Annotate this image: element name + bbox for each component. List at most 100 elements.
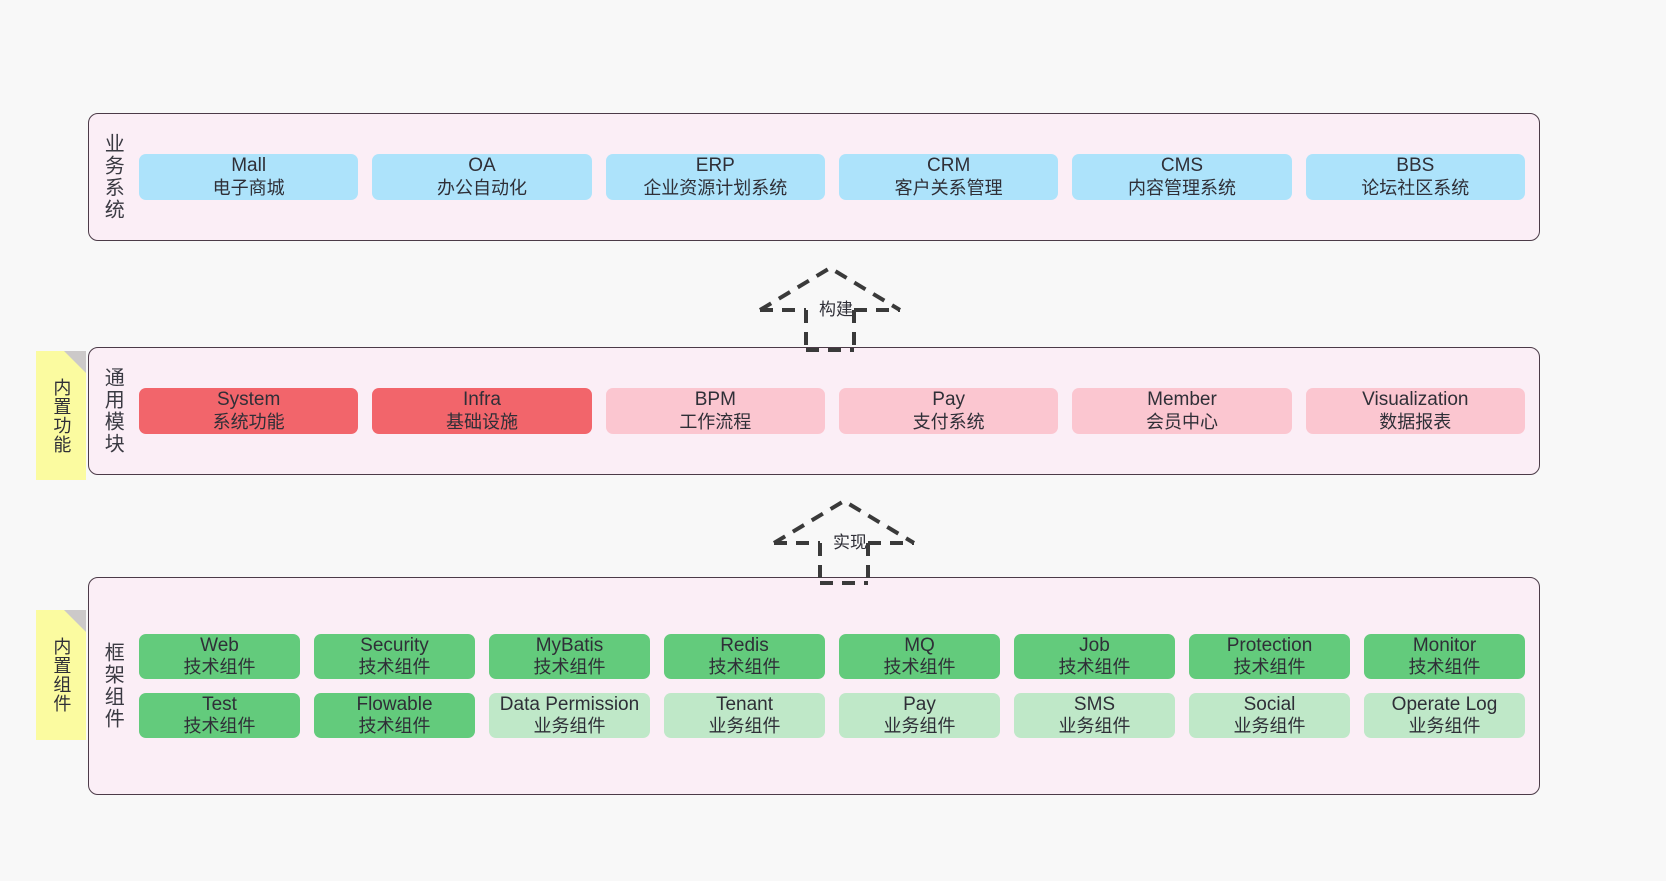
module-card-erp[interactable]: ERP 企业资源计划系统 (605, 154, 825, 200)
module-card-infra[interactable]: Infra 基础设施 (372, 388, 592, 434)
component-card-data-permission[interactable]: Data Permission 业务组件 (489, 693, 650, 739)
layer-body-framework: Web 技术组件 Security 技术组件 MyBatis 技术组件 Redi… (135, 578, 1539, 794)
component-card-web[interactable]: Web 技术组件 (139, 633, 300, 679)
module-card-cms[interactable]: CMS 内容管理系统 (1072, 154, 1292, 200)
module-name: ERP (695, 155, 735, 177)
module-name: Member (1147, 389, 1217, 411)
component-card-social[interactable]: Social 业务组件 (1189, 693, 1350, 739)
component-subtitle: 业务组件 (533, 716, 606, 737)
component-card-security[interactable]: Security 技术组件 (314, 633, 475, 679)
layer-body-common: System 系统功能 Infra 基础设施 BPM 工作流程 Pay 支付系统… (135, 348, 1539, 474)
component-card-mq[interactable]: MQ 技术组件 (839, 633, 1000, 679)
component-card-tenant[interactable]: Tenant 业务组件 (664, 693, 825, 739)
component-subtitle: 业务组件 (883, 716, 956, 737)
component-card-redis[interactable]: Redis 技术组件 (664, 633, 825, 679)
component-name: SMS (1073, 694, 1116, 715)
module-subtitle: 客户关系管理 (894, 177, 1003, 198)
component-card-monitor[interactable]: Monitor 技术组件 (1364, 633, 1525, 679)
module-subtitle: 基础设施 (445, 411, 518, 432)
folded-corner-icon (64, 610, 86, 632)
module-card-bpm[interactable]: BPM 工作流程 (605, 388, 825, 434)
module-card-visualization[interactable]: Visualization 数据报表 (1305, 388, 1525, 434)
component-subtitle: 业务组件 (1058, 716, 1131, 737)
module-subtitle: 支付系统 (912, 411, 985, 432)
connector-build-arrow (752, 260, 908, 352)
module-name: BPM (694, 389, 736, 411)
component-card-protection[interactable]: Protection 技术组件 (1189, 633, 1350, 679)
module-subtitle: 企业资源计划系统 (643, 177, 788, 198)
layer-row: Web 技术组件 Security 技术组件 MyBatis 技术组件 Redi… (139, 633, 1525, 679)
layer-title-common: 通用模块 (101, 367, 124, 455)
module-name: Pay (932, 389, 966, 411)
sticky-note-label: 内置组件 (51, 637, 72, 713)
layer-row: Mall 电子商城 OA 办公自动化 ERP 企业资源计划系统 CRM 客户关系… (139, 154, 1525, 200)
component-name: Redis (720, 634, 769, 656)
layer-framework-components: 框架组件 Web 技术组件 Security 技术组件 MyBatis 技术组件… (88, 577, 1540, 795)
dashed-arrow-icon (772, 498, 916, 585)
component-name: Protection (1226, 634, 1313, 656)
module-card-pay[interactable]: Pay 支付系统 (838, 388, 1059, 434)
layer-business-systems: 业务系统 Mall 电子商城 OA 办公自动化 ERP 企业资源计划系统 CRM… (88, 113, 1540, 241)
component-name: Test (202, 694, 237, 715)
component-card-flowable[interactable]: Flowable 技术组件 (314, 693, 475, 739)
component-name: Security (360, 634, 429, 656)
module-card-member[interactable]: Member 会员中心 (1072, 388, 1292, 434)
component-name: Pay (903, 694, 936, 715)
module-subtitle: 论坛社区系统 (1361, 177, 1470, 198)
module-card-system[interactable]: System 系统功能 (139, 388, 359, 434)
connector-build-label: 构建 (819, 300, 853, 319)
module-name: Visualization (1362, 389, 1469, 411)
component-subtitle: 技术组件 (358, 657, 431, 678)
component-subtitle: 技术组件 (1233, 657, 1306, 678)
component-card-operate-log[interactable]: Operate Log 业务组件 (1364, 693, 1525, 739)
layer-body-business: Mall 电子商城 OA 办公自动化 ERP 企业资源计划系统 CRM 客户关系… (135, 114, 1539, 240)
module-card-bbs[interactable]: BBS 论坛社区系统 (1305, 154, 1525, 200)
component-name: Flowable (356, 694, 433, 715)
layer-title-business: 业务系统 (101, 133, 124, 221)
component-card-mybatis[interactable]: MyBatis 技术组件 (489, 633, 650, 679)
layer-row: System 系统功能 Infra 基础设施 BPM 工作流程 Pay 支付系统… (139, 388, 1525, 434)
component-name: Monitor (1412, 634, 1477, 656)
module-subtitle: 内容管理系统 (1127, 177, 1236, 198)
module-subtitle: 办公自动化 (436, 177, 527, 198)
module-card-crm[interactable]: CRM 客户关系管理 (838, 154, 1059, 200)
layer-row: Test 技术组件 Flowable 技术组件 Data Permission … (139, 693, 1525, 739)
component-subtitle: 业务组件 (1233, 716, 1306, 737)
module-name: CMS (1160, 155, 1204, 177)
layer-title-framework: 框架组件 (101, 642, 124, 730)
module-subtitle: 会员中心 (1145, 411, 1218, 432)
component-name: Job (1079, 634, 1110, 656)
component-subtitle: 技术组件 (183, 716, 256, 737)
module-name: System (216, 389, 281, 411)
component-name: MyBatis (535, 634, 604, 656)
component-subtitle: 技术组件 (183, 657, 256, 678)
component-subtitle: 业务组件 (1408, 716, 1481, 737)
sticky-note-builtin-components: 内置组件 (36, 610, 86, 740)
component-subtitle: 技术组件 (708, 657, 781, 678)
layer-common-modules: 通用模块 System 系统功能 Infra 基础设施 BPM 工作流程 Pay… (88, 347, 1540, 475)
component-subtitle: 技术组件 (1408, 657, 1481, 678)
component-subtitle: 技术组件 (883, 657, 956, 678)
component-name: Tenant (715, 694, 774, 715)
module-name: Infra (462, 389, 501, 411)
component-subtitle: 技术组件 (358, 716, 431, 737)
connector-implement-label: 实现 (833, 533, 867, 552)
module-name: Mall (231, 155, 267, 177)
module-subtitle: 数据报表 (1379, 411, 1452, 432)
module-name: OA (468, 155, 496, 177)
module-card-oa[interactable]: OA 办公自动化 (372, 154, 592, 200)
module-card-mall[interactable]: Mall 电子商城 (139, 154, 359, 200)
component-name: Data Permission (499, 694, 640, 715)
connector-implement-arrow (766, 493, 922, 585)
module-name: BBS (1396, 155, 1435, 177)
component-card-job[interactable]: Job 技术组件 (1014, 633, 1175, 679)
module-subtitle: 电子商城 (212, 177, 285, 198)
component-subtitle: 技术组件 (533, 657, 606, 678)
module-subtitle: 系统功能 (212, 411, 285, 432)
component-card-pay[interactable]: Pay 业务组件 (839, 693, 1000, 739)
component-card-test[interactable]: Test 技术组件 (139, 693, 300, 739)
dashed-arrow-icon (758, 265, 902, 352)
component-name: Operate Log (1391, 694, 1498, 715)
component-card-sms[interactable]: SMS 业务组件 (1014, 693, 1175, 739)
